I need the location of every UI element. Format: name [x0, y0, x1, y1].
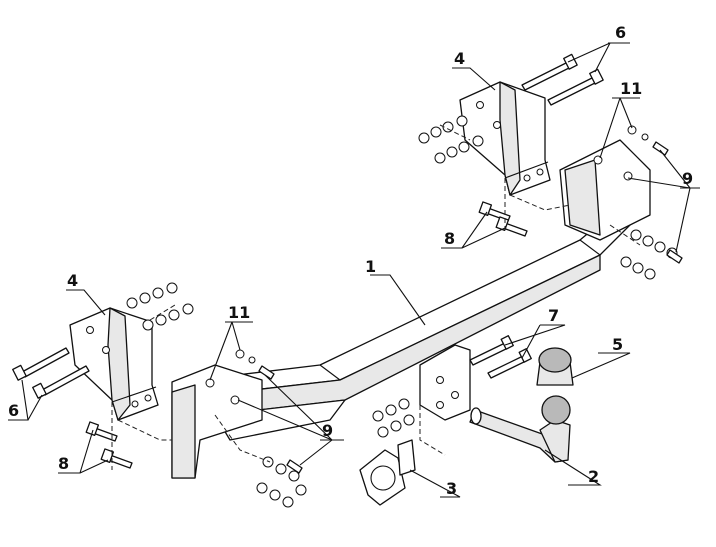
short-bolts-upper: [478, 201, 528, 237]
callout-7: 7: [548, 306, 559, 325]
nut-washer-stack-upper: [418, 115, 484, 164]
leader-lines: [8, 42, 700, 498]
small-bolts-right: [627, 125, 683, 264]
ball-cover: [536, 347, 574, 386]
small-bolts-left: [235, 349, 303, 474]
nut-washer-stack-bottom: [256, 456, 307, 508]
long-bolts-lower: [12, 347, 90, 399]
left-end-bracket: [171, 364, 263, 479]
callout-11-left: 11: [228, 303, 250, 322]
socket-plate: [359, 439, 416, 506]
nut-washer-stack-lower: [126, 282, 194, 331]
tow-ball-neck: [469, 395, 571, 463]
callout-5: 5: [612, 335, 623, 354]
callout-6-lower: 6: [8, 401, 19, 420]
callout-4-upper: 4: [454, 49, 465, 68]
nut-washer-stack-right: [620, 229, 678, 280]
callout-3: 3: [446, 479, 457, 498]
callout-1: 1: [365, 257, 376, 276]
ball-mount-plate: [419, 344, 471, 421]
short-bolts-lower: [85, 421, 133, 469]
callout-11-right: 11: [620, 79, 642, 98]
callout-9-right: 9: [682, 169, 693, 188]
short-bolts-centre: [469, 335, 532, 379]
callout-9-left: 9: [322, 421, 333, 440]
callout-8-upper: 8: [444, 229, 455, 248]
right-end-bracket: [559, 139, 651, 241]
callout-6-upper: 6: [615, 23, 626, 42]
callout-4-lower: 4: [67, 271, 78, 290]
callout-8-lower: 8: [58, 454, 69, 473]
callout-labels: 1 2 3 4 4 5 6 6 7 8 8 9 9 11 11: [8, 23, 693, 498]
assembly-lines: [111, 124, 641, 470]
long-bolts-upper: [521, 53, 604, 106]
nut-washer-stack-centre: [372, 398, 415, 438]
callout-2: 2: [588, 467, 599, 486]
